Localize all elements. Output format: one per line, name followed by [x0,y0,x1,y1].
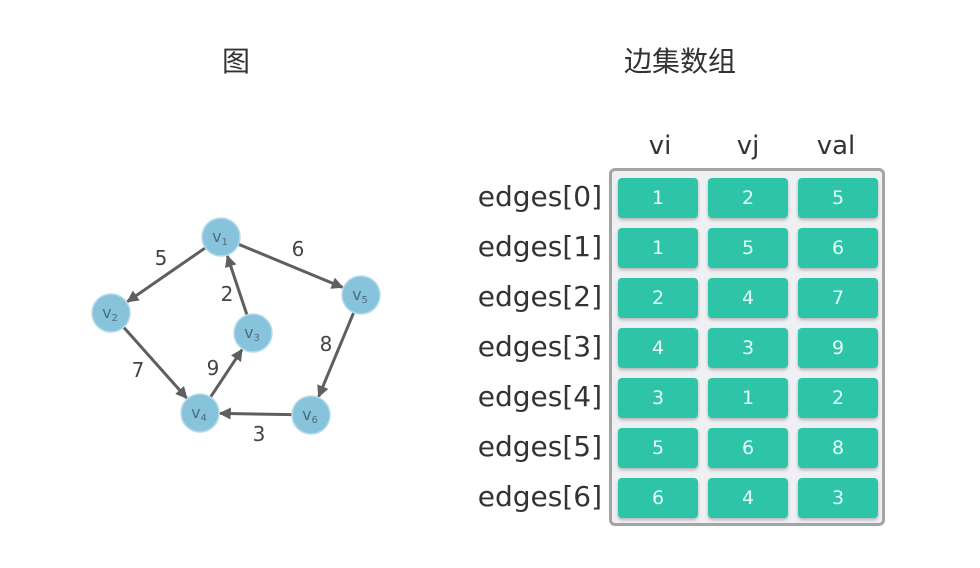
cell-vi: 1 [618,228,698,268]
vertex-label: v2 [102,303,118,324]
vertex-v3: v3 [233,313,273,353]
graph-edges: 5 6 7 9 2 8 3 [122,237,356,446]
vertex-label: v1 [212,227,228,248]
vertex-label: v4 [191,403,207,424]
cell-vj: 4 [708,478,788,518]
vertex-circle [341,275,381,315]
edge-weight-v1-v2: 5 [155,246,168,270]
cell-vi: 3 [618,378,698,418]
cell-vi: 4 [618,328,698,368]
vertex-circle [180,393,220,433]
vertex-v6: v6 [291,395,331,435]
cell-vj: 1 [708,378,788,418]
vertex-circle [291,395,331,435]
cell-vj: 3 [708,328,788,368]
cell-vi: 2 [618,278,698,318]
edge-v3-v1 [225,254,249,316]
row-label: edges[1] [477,230,602,263]
cell-val: 2 [798,378,878,418]
graph-diagram: 5 6 7 9 2 8 3 v1 v2 v3 v4 v5 v6 [91,217,381,446]
cell-vj: 4 [708,278,788,318]
vertex-v5: v5 [341,275,381,315]
edge-weight-v2-v4: 7 [132,358,145,382]
edge-weight-v1-v5: 6 [292,237,305,261]
vertex-label: v6 [302,405,318,426]
vertex-label: v5 [352,285,368,306]
cell-val: 5 [798,178,878,218]
edge-weight-v4-v3: 9 [207,356,220,380]
edge-v1-v2 [126,246,207,303]
cell-val: 9 [798,328,878,368]
cell-vj: 5 [708,228,788,268]
cell-val: 8 [798,428,878,468]
cell-val: 6 [798,228,878,268]
vertex-circle [201,217,241,257]
vertex-v2: v2 [91,293,131,333]
vertex-v4: v4 [180,393,220,433]
vertex-circle [233,313,273,353]
row-label: edges[6] [477,480,602,513]
row-label: edges[4] [477,380,602,413]
row-label: edges[5] [477,430,602,463]
row-label: edges[3] [477,330,602,363]
edge-v2-v4 [122,326,188,400]
cell-vi: 6 [618,478,698,518]
row-label: edges[0] [477,180,602,213]
column-header-vj: vj [736,131,760,161]
vertex-label: v3 [244,323,260,344]
column-header-val: val [816,131,856,161]
vertex-v1: v1 [201,217,241,257]
cell-vj: 6 [708,428,788,468]
edge-v6-v4 [218,407,293,420]
vertex-circle [91,293,131,333]
column-header-vi: vi [648,131,672,161]
cell-val: 7 [798,278,878,318]
edge-v1-v5 [237,242,344,289]
cell-val: 3 [798,478,878,518]
edge-weight-v6-v4: 3 [253,422,266,446]
edge-array-title: 边集数组 [623,45,736,78]
edge-weight-v3-v1: 2 [221,282,234,306]
graph-vertices: v1 v2 v3 v4 v5 v6 [91,217,381,435]
cell-vj: 2 [708,178,788,218]
edge-weight-v5-v6: 8 [320,332,333,356]
graph-title: 图 [221,45,250,78]
edge-v5-v6 [317,311,356,398]
edge-v4-v3 [209,348,244,398]
row-label: edges[2] [477,280,602,313]
cell-vi: 1 [618,178,698,218]
cell-vi: 5 [618,428,698,468]
